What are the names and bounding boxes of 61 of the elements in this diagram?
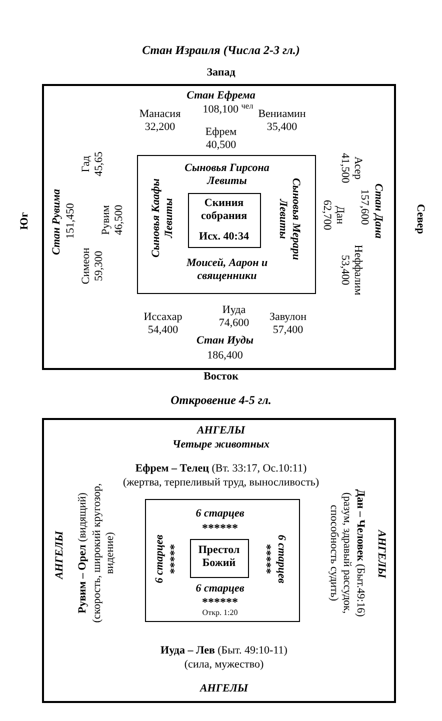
elders-label: 6 старцев bbox=[196, 582, 244, 596]
tribe-label: Неффалим 53,400 bbox=[338, 244, 364, 296]
angels-label: АНГЕЛЫ bbox=[374, 530, 388, 578]
throne-label: Престол Божий bbox=[198, 544, 240, 570]
compass-label: Север bbox=[414, 204, 427, 234]
stars-row: ***** bbox=[261, 544, 273, 574]
levites-label: Сыновья Каафы Левиты bbox=[150, 178, 176, 260]
creature-label: Дан – Человек (Быт.49:16) bbox=[354, 489, 367, 617]
priests-label: Моисей, Аарон и священники bbox=[185, 256, 269, 284]
levites-label: Сыновья Мерари Левиты bbox=[276, 176, 302, 262]
stars-row: ****** bbox=[202, 522, 238, 534]
section-heading: Откровение 4-5 гл. bbox=[170, 392, 272, 408]
elders-label: 6 старцев bbox=[153, 534, 166, 584]
elders-label: 6 старцев bbox=[274, 534, 288, 584]
angels-label: АНГЕЛЫ bbox=[200, 682, 248, 696]
tribe-label: Вениамин 35,400 bbox=[258, 108, 306, 134]
creature-label: Иуда – Лев (Быт. 49:10-11) bbox=[160, 644, 288, 658]
creature-label: Рувим – Орел (видящий) bbox=[76, 492, 90, 614]
camp-name: Стан Иуды bbox=[196, 334, 254, 348]
camp-name: Стан Ефрема bbox=[186, 89, 256, 103]
tribe-label: Асер 41,500 bbox=[338, 152, 364, 184]
population-count: 108,100 $^{чел}$ bbox=[202, 103, 254, 117]
tabernacle-label: Скиния собрания bbox=[200, 196, 248, 224]
creature-description: (жертва, терпеливый труд, выносливость) bbox=[122, 476, 320, 490]
tribe-label: Иуда 74,600 bbox=[218, 304, 250, 330]
angels-label: АНГЕЛЫ bbox=[53, 530, 66, 580]
scripture-reference: Исх. 40:34 bbox=[199, 230, 249, 244]
creatures-heading: Четыре животных bbox=[172, 438, 270, 452]
scripture-reference: Откр. 1:20 bbox=[202, 609, 238, 617]
diagram-title: Стан Израиля (Числа 2-3 гл.) bbox=[142, 42, 300, 58]
levites-label: Сыновья Гирсона Левиты bbox=[184, 162, 270, 188]
population-count: 186,400 bbox=[207, 349, 243, 363]
camp-name: Стан Дана bbox=[372, 183, 385, 239]
elders-label: 6 старцев bbox=[196, 507, 244, 521]
compass-label: Восток bbox=[204, 370, 238, 384]
throne-box bbox=[190, 539, 249, 578]
population-count: 157,600 bbox=[358, 189, 371, 225]
tribe-label: Симеон 59,300 bbox=[80, 248, 106, 284]
stars-row: ***** bbox=[168, 544, 180, 574]
tribe-label: Ефрем 40,500 bbox=[205, 126, 237, 152]
tribe-label: Иссахар 54,400 bbox=[144, 310, 182, 338]
angels-label: АНГЕЛЫ bbox=[196, 424, 246, 438]
stars-row: ****** bbox=[202, 596, 238, 608]
camp-box bbox=[42, 84, 396, 370]
creature-description: (скорость, широкий кругозор, видение) bbox=[90, 482, 117, 625]
tribe-label: Гад 45,65 bbox=[80, 152, 106, 176]
creature-description: (разум, здравый рассудок, способность судить) bbox=[327, 491, 354, 616]
creature-label: Ефрем – Телец (Вт. 33:17, Ос.10:11) bbox=[135, 462, 307, 476]
tribe-label: Завулон 57,400 bbox=[269, 310, 307, 338]
creature-description: (сила, мужество) bbox=[184, 658, 264, 672]
compass-label: Юг bbox=[18, 212, 32, 230]
tribe-label: Дан 62,700 bbox=[320, 200, 346, 230]
compass-label: Запад bbox=[206, 66, 236, 80]
elders-box bbox=[145, 499, 300, 622]
tribe-label: Рувим 46,500 bbox=[100, 204, 126, 236]
population-count: 151,450 bbox=[64, 203, 78, 239]
camp-name: Стан Рувима bbox=[50, 188, 64, 256]
vision-box bbox=[42, 418, 396, 703]
tribe-label: Манасия 32,200 bbox=[139, 108, 181, 134]
tabernacle-box bbox=[188, 193, 261, 248]
levites-box bbox=[137, 155, 316, 294]
